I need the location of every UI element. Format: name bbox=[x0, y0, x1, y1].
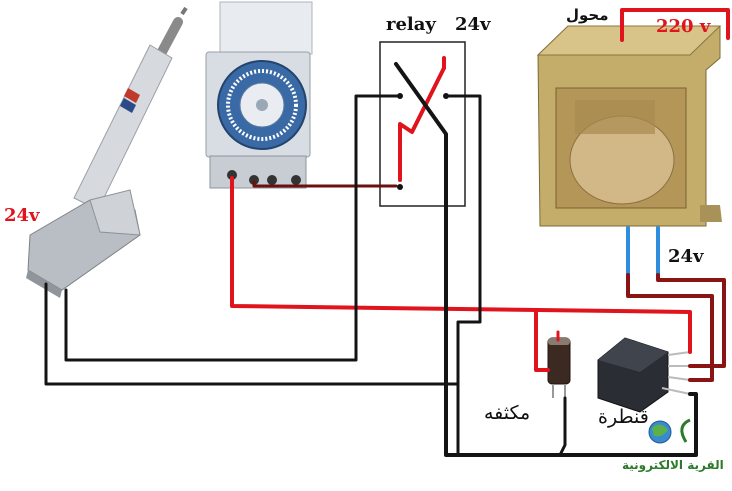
globe-logo-land bbox=[652, 424, 668, 437]
actuator-tube bbox=[73, 44, 173, 211]
din-timer bbox=[205, 1, 313, 189]
wire-black-nc bbox=[444, 94, 482, 457]
timer-terminal-4 bbox=[291, 175, 301, 185]
wire-red-positive bbox=[230, 176, 692, 354]
linear-actuator bbox=[26, 6, 188, 298]
wires bbox=[44, 8, 730, 457]
bridge-rectifier bbox=[597, 337, 691, 413]
wire-red-relay bbox=[398, 66, 446, 182]
actuator-gearbox bbox=[89, 189, 141, 236]
globe-logo-swoosh bbox=[680, 418, 691, 443]
relay-contact-common-left bbox=[397, 184, 403, 190]
actuator-rod-tip bbox=[180, 6, 188, 16]
bridge-top bbox=[598, 338, 668, 372]
mains-voltage-label: 220 v bbox=[656, 16, 711, 37]
actuator-stripe-2 bbox=[120, 98, 136, 113]
wire-black-cap-ground bbox=[558, 396, 567, 457]
transformer-output-label: 24v bbox=[668, 246, 704, 267]
capacitor-top bbox=[548, 338, 570, 345]
timer-dial-knob bbox=[256, 99, 268, 111]
bridge-pin-3 bbox=[667, 376, 691, 381]
timer-dial-segments bbox=[226, 69, 298, 141]
bridge-label: قنطرة bbox=[598, 406, 649, 428]
relay-box bbox=[379, 41, 466, 207]
timer-top-label bbox=[219, 1, 313, 55]
transformer-label: محول bbox=[566, 6, 609, 24]
wire-timer-relay bbox=[252, 180, 398, 188]
timer-terminal-1 bbox=[227, 170, 237, 180]
timer-terminal-3 bbox=[267, 175, 277, 185]
timer-base bbox=[209, 155, 307, 189]
wire-black-actuator-1 bbox=[64, 94, 402, 362]
relay-voltage-label: 24v bbox=[455, 14, 491, 35]
timer-terminal-2 bbox=[249, 175, 259, 185]
wire-darkred-ac-2 bbox=[656, 273, 726, 368]
wire-red-capacitor bbox=[534, 310, 550, 372]
relay-switch bbox=[379, 41, 466, 207]
transformer-terminals bbox=[575, 100, 655, 134]
bridge-pin-4 bbox=[661, 387, 691, 395]
actuator-endcap bbox=[26, 270, 62, 298]
globe-logo-icon bbox=[648, 418, 691, 444]
transformer-mount bbox=[700, 205, 722, 222]
step-down-transformer bbox=[536, 25, 722, 227]
wire-darkred-ac-1 bbox=[626, 273, 714, 382]
wire-black-ground bbox=[444, 198, 698, 457]
wire-black-actuator-2 bbox=[44, 282, 460, 386]
bridge-pin-1 bbox=[667, 351, 691, 356]
actuator-voltage-label: 24v bbox=[4, 205, 40, 226]
wire-black-relay bbox=[394, 62, 448, 202]
watermark-brand: القرية الالكترونية bbox=[622, 458, 724, 472]
actuator-stripe bbox=[124, 88, 140, 103]
electrolytic-capacitor bbox=[547, 337, 571, 398]
wire-220v-red bbox=[620, 8, 730, 42]
capacitor-label: مكثفه bbox=[484, 402, 531, 424]
transformer-top bbox=[536, 25, 722, 56]
relay-label: relay bbox=[386, 14, 436, 35]
